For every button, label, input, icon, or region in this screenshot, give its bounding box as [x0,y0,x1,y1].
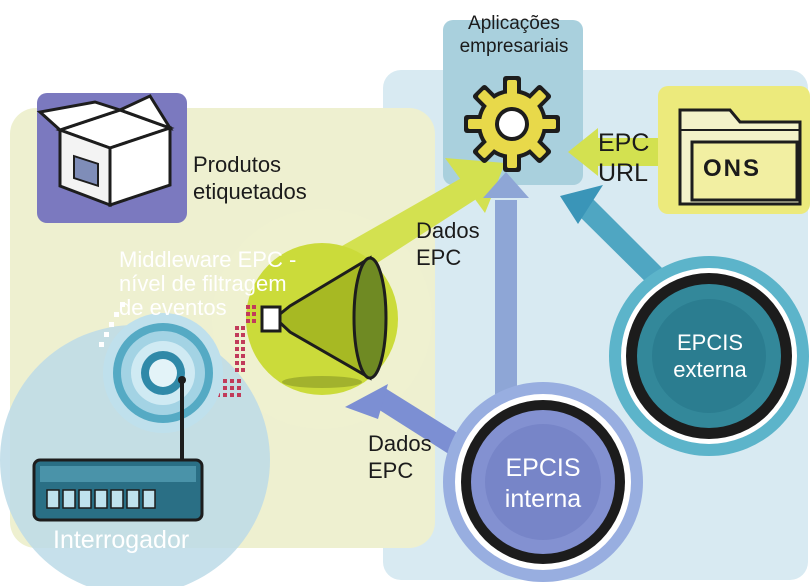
epcis-externa-line1: EPCIS [676,330,744,355]
ons-label: ONS [703,155,762,182]
epc-url-line2: URL [598,159,649,187]
epcis-externa-label: EPCIS externa [660,330,760,384]
disc-icon-interna [443,382,643,582]
apps-label: Aplicações empresariais [452,12,576,58]
interrogador-label: Interrogador [53,526,190,554]
epc-url-line1: EPC [598,129,650,157]
disc-icon-externa [609,256,809,456]
box-icon [36,93,187,223]
dados-epc-top-label: Dados EPC [416,218,480,272]
middleware-label-line3: de eventos [119,295,227,321]
apps-label-line1: Aplicações [468,13,560,34]
epcis-interna-label: EPCIS interna [492,453,594,514]
dados-epc-bottom-label: Dados EPC [368,431,432,485]
megaphone-icon [246,243,398,395]
antenna-icon [178,376,186,462]
signal-target-icon [103,313,223,433]
dados-epc-top-line1: Dados [416,218,480,243]
dados-epc-top-line2: EPC [416,244,462,270]
reader-icon [32,458,204,522]
folder-icon [658,86,810,214]
middleware-label-line2: nível de filtragem [119,271,287,297]
dados-epc-bottom-line1: Dados [368,431,432,456]
dados-epc-bottom-line2: EPC [368,457,414,483]
epcis-interna-line2: interna [504,484,582,513]
arrow-dados-top [335,158,505,276]
apps-label-line2: empresariais [459,36,569,58]
epc-url-label: EPC URL [598,128,649,188]
middleware-label: Middleware EPC - nível de filtragem de e… [119,247,297,321]
produtos-label: Produtos etiquetados [193,152,307,206]
produtos-label-line1: Produtos [193,152,282,177]
produtos-label-line2: etiquetados [193,178,307,204]
white-dotted-line [99,302,125,347]
gear-icon [464,76,560,172]
middleware-label-line1: Middleware EPC - [119,247,297,272]
epcis-externa-line2: externa [673,356,747,382]
epcis-interna-line1: EPCIS [505,454,581,482]
